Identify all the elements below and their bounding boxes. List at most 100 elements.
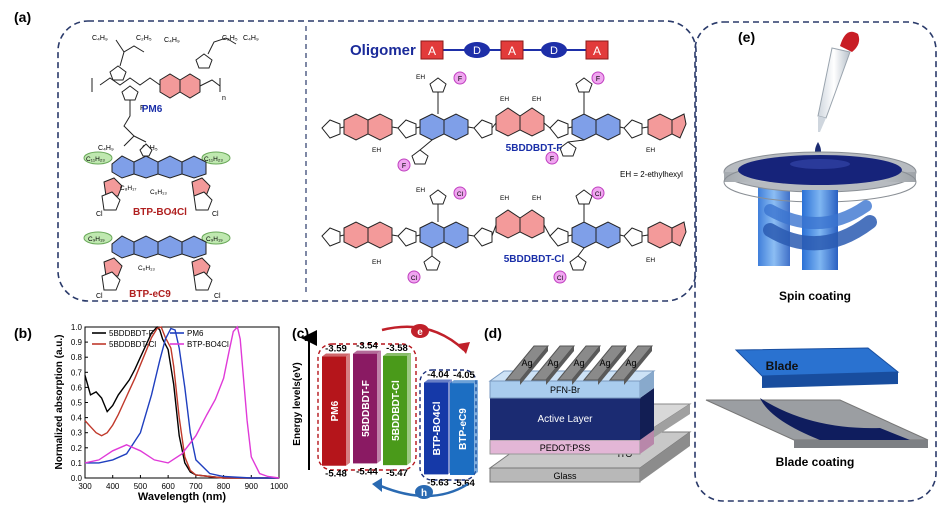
- ec9-cl-right: Cl: [214, 293, 221, 300]
- level-bar-side-1: [377, 350, 381, 464]
- chart-y-ticks: 0.00.10.20.30.40.50.60.70.80.91.0: [71, 323, 88, 483]
- ec9-chain-left: C₉H₁₉: [88, 236, 105, 243]
- oligomer-unit-d2-label: D: [550, 45, 558, 57]
- btp-ec9-structure: [83, 231, 231, 291]
- hole-symbol: h: [421, 488, 427, 499]
- level-name-4: BTP-eC9: [458, 408, 469, 450]
- y-tick-label: 0.6: [71, 383, 83, 392]
- ag-label-4: Ag: [625, 358, 636, 368]
- ec9-chain-mid: C₆H₁₃: [138, 265, 155, 272]
- active-side: [640, 388, 654, 440]
- ag-electrode-side-1: [546, 346, 574, 385]
- donor-group-frame: [317, 343, 417, 471]
- series-line-3: [84, 325, 280, 479]
- panel-a-label: (a): [14, 9, 31, 25]
- level-bar-2: [383, 355, 407, 466]
- 5bddbdt-cl-eh-5: EH: [646, 257, 655, 264]
- ag-electrode-side-2: [572, 346, 600, 385]
- pm6-repeat-n: n: [222, 95, 226, 102]
- 5bddbdt-cl-label: 5BDDBDT-Cl: [504, 254, 565, 265]
- bo4cl-chain-left: C₁₁H₂₃: [86, 156, 105, 163]
- level-bar-top-3: [424, 379, 452, 383]
- 5bddbdt-cl-cl-label-1: Cl: [457, 191, 464, 198]
- 5bddbdt-f-eh-5: EH: [646, 147, 655, 154]
- energy-level-bars: PM6-3.59-5.485BDDBDT-F-3.54-5.445BDDBDT-…: [322, 341, 478, 489]
- chart-y-axis-label: Normalized absorption (a.u.): [54, 334, 65, 469]
- level-bar-top-2: [383, 352, 411, 356]
- pm6-fluorine: F: [140, 105, 144, 112]
- eh-definition-note: EH = 2-ethylhexyl: [620, 170, 683, 179]
- level-bar-3: [424, 382, 448, 475]
- 5bddbdt-cl-eh-4: EH: [372, 259, 381, 266]
- 5bddbdt-cl-chlorine-top-right: [591, 186, 605, 200]
- oligomer-unit-d1-label: D: [473, 45, 481, 57]
- pfn-br-side: [640, 371, 654, 398]
- x-tick-label: 800: [217, 482, 231, 491]
- 5bddbdt-f-f-label-1: F: [458, 76, 462, 83]
- ec9-chain-right: C₉H₁₉: [206, 236, 223, 243]
- x-tick-label: 600: [161, 482, 175, 491]
- ag-label-3: Ag: [599, 358, 610, 368]
- oligomer-unit-a1: [420, 40, 444, 60]
- x-tick-label: 400: [106, 482, 120, 491]
- pipette-icon: [817, 31, 860, 132]
- 5bddbdt-cl-structure: [321, 189, 687, 271]
- oligomer-unit-a3-label: A: [593, 44, 601, 58]
- oligomer-unit-d2: [541, 42, 567, 58]
- chart-series: [84, 325, 280, 479]
- active-layer: [490, 398, 640, 440]
- bo4cl-chain-right: C₁₁H₂₃: [204, 156, 223, 163]
- oligomer-unit-a3: [585, 40, 609, 60]
- blade-label: Blade: [766, 359, 799, 373]
- pm6-chain-c2h5: C₂H₅: [136, 35, 152, 42]
- panel-e-label: (e): [738, 29, 755, 45]
- bo4cl-cl-right: Cl: [212, 211, 219, 218]
- electron-badge: [411, 324, 429, 338]
- x-tick-label: 1000: [270, 482, 288, 491]
- blade-coating-caption: Blade coating: [776, 455, 855, 469]
- ag-electrode-side-0: [520, 346, 548, 385]
- y-tick-label: 0.1: [71, 459, 83, 468]
- 5bddbdt-cl-chlorine-bottom-left: [407, 270, 421, 284]
- level-bar-1: [353, 353, 377, 464]
- panel-b: (b) 0.00.10.20.30.40.50.60.70.80.91.0 30…: [14, 323, 288, 503]
- oligomer-unit-a2: [500, 40, 524, 60]
- 5bddbdt-cl-eh-2: EH: [500, 195, 509, 202]
- pm6-chain-c2h5-2: C₂H₅: [222, 35, 238, 42]
- panel-a-frame: [57, 20, 697, 302]
- 5bddbdt-f-fluorine-top-right: [591, 71, 605, 85]
- 5bddbdt-f-f-label-4: F: [550, 156, 554, 163]
- 5bddbdt-cl-cl-label-3: Cl: [411, 275, 418, 282]
- level-name-3: BTP-BO4Cl: [432, 401, 443, 455]
- y-tick-label: 0.5: [71, 399, 83, 408]
- panel-e-frame: [694, 21, 937, 502]
- ec9-cl-left: Cl: [96, 293, 103, 300]
- y-tick-label: 1.0: [71, 323, 83, 332]
- homo-value-2: -5.47: [386, 468, 408, 479]
- ag-label-2: Ag: [573, 358, 584, 368]
- y-tick-label: 0.2: [71, 444, 83, 453]
- 5bddbdt-f-fluorine-bottom-left: [397, 158, 411, 172]
- energy-axis-label: Energy levels(eV): [292, 362, 303, 445]
- x-tick-label: 500: [134, 482, 148, 491]
- 5bddbdt-f-eh-3: EH: [532, 96, 541, 103]
- 5bddbdt-f-fluorine-bottom-right: [545, 151, 559, 165]
- pfn-br-label: PFN-Br: [550, 385, 580, 395]
- level-bar-side-4: [474, 380, 478, 475]
- spin-coater-icon: [723, 151, 917, 270]
- hole-badge: [415, 485, 433, 499]
- chart-x-axis-label: Wavelength (nm): [138, 491, 227, 503]
- ag-label-1: Ag: [547, 358, 558, 368]
- panel-d-label: (d): [484, 325, 502, 341]
- 5bddbdt-f-eh-1: EH: [416, 74, 425, 81]
- lumo-value-4: -4.05: [453, 370, 475, 381]
- panel-a: (a) Oligomer A D A D A: [14, 9, 697, 302]
- ag-electrode-side-4: [624, 346, 652, 385]
- blade-coater-icon: [705, 347, 929, 448]
- panel-c-label: (c): [292, 325, 309, 341]
- homo-value-1: -5.44: [356, 466, 378, 477]
- legend-entry-1: 5BDDBDT-Cl: [109, 340, 156, 349]
- legend-entry-0: 5BDDBDT-F: [109, 329, 154, 338]
- bo4cl-chain-mid2: C₆H₁₃: [150, 189, 167, 196]
